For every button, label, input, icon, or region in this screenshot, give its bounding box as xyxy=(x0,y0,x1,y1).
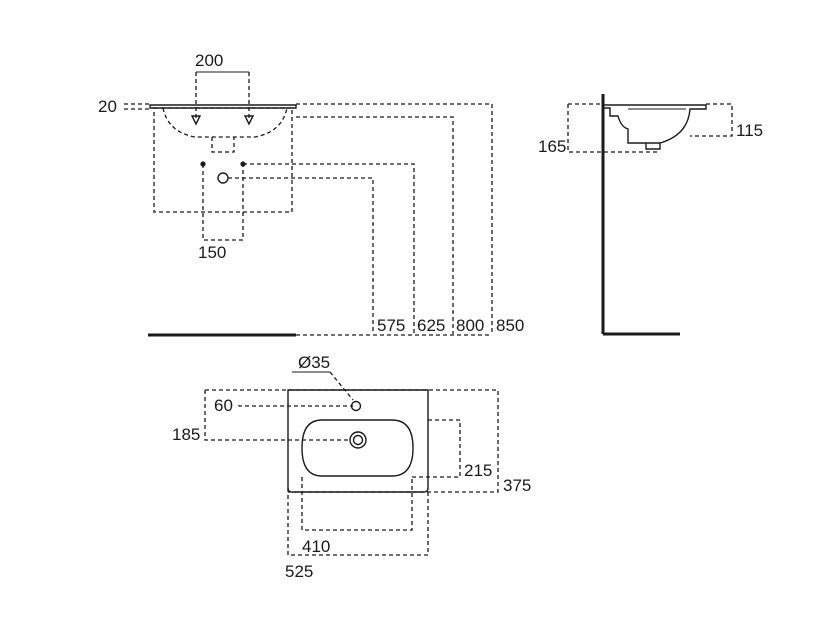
dim-tap-spacing: 200 xyxy=(195,51,223,70)
basin-section xyxy=(602,104,707,144)
side-waste-stub xyxy=(645,143,661,150)
leader-800 xyxy=(296,116,454,334)
dim-215: 215 xyxy=(464,461,492,480)
waste-outer xyxy=(349,431,367,449)
vanity-unit-hidden xyxy=(153,107,293,213)
tap-hole xyxy=(350,400,362,412)
dim-410: 410 xyxy=(302,537,330,556)
dim-850: 850 xyxy=(496,316,524,335)
tap-hole-leader-d xyxy=(329,371,354,401)
dim-waste-spacing: 150 xyxy=(198,243,226,262)
basin-bowl-hidden xyxy=(162,107,288,138)
plan-view: Ø35 60 185 215 375 410 525 xyxy=(172,353,531,581)
waste-trap-circle xyxy=(217,172,229,184)
plan-frame-60 xyxy=(238,405,353,407)
dim-525: 525 xyxy=(285,562,313,581)
side-depth-box-115 xyxy=(690,103,733,137)
dim-tap-hole: Ø35 xyxy=(298,353,330,372)
dim-575: 575 xyxy=(377,316,405,335)
plan-frame-410 xyxy=(301,477,413,531)
plan-frame-215 xyxy=(412,419,461,478)
dim-625: 625 xyxy=(417,316,445,335)
pedestal-hidden xyxy=(202,164,244,241)
waste-point-left xyxy=(200,161,206,167)
plan-frame-525 xyxy=(287,488,429,556)
side-view: 165 115 xyxy=(538,94,763,336)
dim-185: 185 xyxy=(172,425,200,444)
waste-inner xyxy=(352,434,364,446)
dim-60: 60 xyxy=(214,396,233,415)
basin-bowl-plan xyxy=(301,419,414,477)
plan-frame-185 xyxy=(204,390,348,441)
leader-575 xyxy=(228,177,374,334)
leader-850 xyxy=(296,103,493,334)
basin-plan-outline xyxy=(287,389,429,493)
dim-depth-165: 165 xyxy=(538,137,566,156)
dim-top-thickness: 20 xyxy=(98,97,117,116)
side-depth-box-165 xyxy=(567,103,660,153)
basin-top-outline xyxy=(149,104,297,109)
dim-800: 800 xyxy=(456,316,484,335)
dim-depth-115: 115 xyxy=(736,121,763,140)
dim-375: 375 xyxy=(503,476,531,495)
leader-625 xyxy=(243,163,415,334)
front-view: 200 20 150 575 625 800 850 xyxy=(98,51,524,337)
waste-outlet-hidden xyxy=(211,137,235,153)
